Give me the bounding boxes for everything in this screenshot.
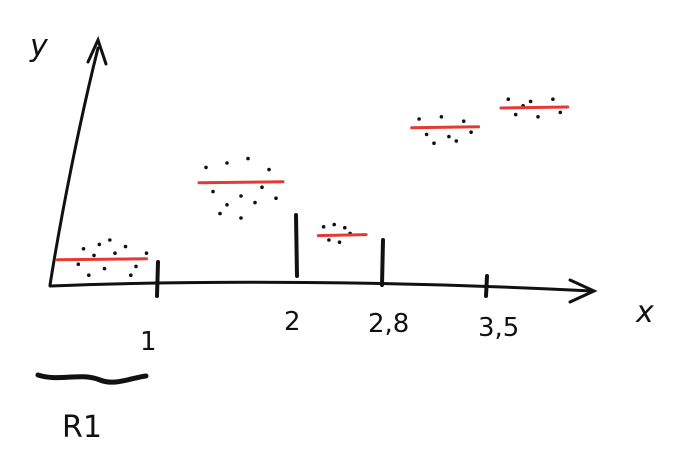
data-point-37 xyxy=(454,139,459,143)
data-point-36 xyxy=(432,141,436,145)
data-point-20 xyxy=(253,200,257,205)
data-point-25 xyxy=(332,222,337,227)
axes xyxy=(48,35,598,304)
data-point-39 xyxy=(528,99,533,104)
split-tick-1 xyxy=(155,260,160,298)
data-point-23 xyxy=(239,216,243,220)
data-point-27 xyxy=(327,238,331,242)
data-point-6 xyxy=(76,262,81,267)
data-point-21 xyxy=(218,211,222,216)
tick-label-3-5: 3,5 xyxy=(478,313,519,343)
y-axis-arrow-icon xyxy=(86,35,108,66)
data-point-3 xyxy=(123,244,128,249)
data-point-15 xyxy=(267,167,271,172)
data-point-34 xyxy=(447,134,451,139)
tick-label-2: 2 xyxy=(284,307,301,337)
data-point-13 xyxy=(225,161,229,165)
step-segments xyxy=(55,105,570,262)
data-point-30 xyxy=(417,117,421,121)
tick-label-1: 1 xyxy=(140,327,157,357)
data-point-14 xyxy=(246,156,250,161)
data-point-32 xyxy=(461,119,466,123)
y-axis-line xyxy=(48,46,100,287)
split-ticks xyxy=(155,213,489,298)
region-label: R1 xyxy=(62,410,102,445)
data-point-22 xyxy=(274,196,278,200)
region-brace xyxy=(35,372,149,385)
tick-label-2-8: 2,8 xyxy=(368,309,409,339)
data-point-40 xyxy=(551,97,555,101)
data-point-7 xyxy=(134,264,138,269)
data-point-38 xyxy=(506,97,511,101)
data-point-8 xyxy=(102,266,107,271)
data-point-35 xyxy=(469,130,473,134)
step-segment-0 xyxy=(55,257,148,262)
step-segment-3 xyxy=(410,125,481,130)
step-segment-2 xyxy=(316,233,368,238)
data-point-18 xyxy=(260,185,264,189)
data-point-33 xyxy=(424,132,429,137)
step-segment-4 xyxy=(499,105,570,110)
data-point-19 xyxy=(225,203,229,207)
data-point-4 xyxy=(92,253,96,258)
data-point-29 xyxy=(337,240,342,244)
data-point-41 xyxy=(513,112,518,117)
split-tick-3 xyxy=(380,238,385,287)
y-axis-label: y xyxy=(29,29,49,64)
data-point-10 xyxy=(129,273,133,278)
data-point-43 xyxy=(558,110,563,115)
data-point-31 xyxy=(439,115,444,119)
data-point-0 xyxy=(81,247,86,251)
x-axis-arrow-icon xyxy=(568,278,598,304)
data-point-11 xyxy=(144,251,149,255)
x-axis-label: x xyxy=(635,295,654,330)
x-axis-line xyxy=(48,280,594,293)
step-segment-1 xyxy=(197,180,285,185)
data-point-2 xyxy=(108,238,112,242)
data-point-17 xyxy=(239,194,243,198)
data-point-5 xyxy=(113,251,117,255)
data-point-12 xyxy=(204,165,208,170)
data-point-1 xyxy=(97,242,102,247)
data-point-24 xyxy=(321,225,326,229)
data-point-26 xyxy=(343,225,347,230)
data-point-16 xyxy=(211,189,215,194)
data-point-9 xyxy=(87,273,91,278)
split-tick-4 xyxy=(484,274,489,298)
data-point-42 xyxy=(536,115,540,119)
data-points xyxy=(76,97,563,278)
split-tick-2 xyxy=(294,213,299,278)
